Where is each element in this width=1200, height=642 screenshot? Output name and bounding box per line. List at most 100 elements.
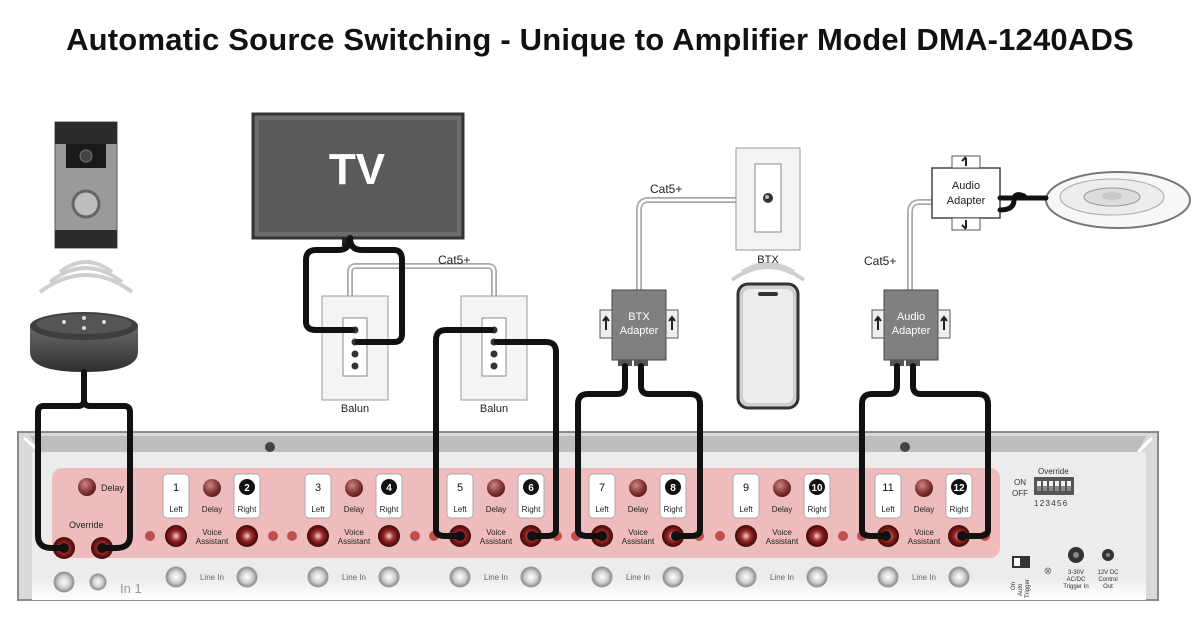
line-in-jack[interactable] [662, 566, 684, 588]
zone-left-label: Left [881, 505, 895, 514]
zone-delay-knob[interactable] [203, 479, 221, 497]
zone-left-number: 1 [173, 482, 179, 494]
zone-va-jack-right[interactable] [806, 525, 828, 547]
btx-wall-plate [735, 147, 801, 251]
zone-va-jack-right[interactable] [378, 525, 400, 547]
balun-2: Balun [460, 295, 528, 415]
voice-assistant-label: Voice [202, 528, 222, 537]
cat5-label-btx: Cat5+ [650, 182, 682, 196]
balun-label: Balun [341, 403, 369, 415]
line-in-jack[interactable] [877, 566, 899, 588]
screw-icon [265, 442, 275, 452]
zone-left-number: 7 [599, 482, 605, 494]
screw-icon [410, 531, 420, 541]
screw-icon [268, 531, 278, 541]
zone-delay-knob[interactable] [487, 479, 505, 497]
delay-label: Delay [101, 483, 125, 493]
screw-icon [145, 531, 155, 541]
line-in-label: Line In [770, 573, 794, 582]
auto-label-trigger: Trigger [1025, 579, 1031, 598]
btx-adapter-line2: Adapter [620, 325, 659, 337]
zone-right-label: Right [808, 505, 827, 514]
line-in-jack[interactable] [735, 566, 757, 588]
line-in-jack[interactable] [307, 566, 329, 588]
voice-assistant-label: Assistant [622, 537, 655, 546]
line-in-label: Line In [912, 573, 936, 582]
line-in-jack[interactable] [378, 566, 400, 588]
voice-assistant-label: Voice [344, 528, 364, 537]
screw-icon [287, 531, 297, 541]
zone-va-jack-left[interactable] [735, 525, 757, 547]
zone-delay-knob[interactable] [915, 479, 933, 497]
voice-assistant-label: Assistant [908, 537, 941, 546]
zone-delay-label: Delay [344, 505, 364, 514]
zone-right-number: 4 [386, 483, 392, 494]
zone-delay-label: Delay [914, 505, 934, 514]
zone-left-label: Left [453, 505, 467, 514]
zone-va-jack-left[interactable] [307, 525, 329, 547]
zone-delay-knob[interactable] [629, 479, 647, 497]
line-in-jack[interactable] [520, 566, 542, 588]
cat5-label-balun: Cat5+ [438, 253, 470, 267]
zone-right-label: Right [380, 505, 399, 514]
line-in-jack[interactable] [948, 566, 970, 588]
zone-right-number: 6 [528, 483, 534, 494]
zone-left-number: 11 [882, 482, 893, 494]
control-line1: 12V DC [1097, 570, 1119, 576]
in-label: In 1 [120, 581, 142, 596]
speaker-cables [35, 192, 1049, 551]
zone-delay-knob[interactable] [345, 479, 363, 497]
zone-right-number: 8 [670, 483, 676, 494]
voice-assistant-label: Assistant [196, 537, 229, 546]
zone-va-jack-left[interactable] [165, 525, 187, 547]
zone-delay-label: Delay [628, 505, 648, 514]
wireless-waves-icon [38, 260, 134, 294]
override-label: Override [69, 520, 104, 530]
audio-adapter-low-line1: Audio [897, 311, 925, 323]
smart-speaker [30, 312, 138, 372]
voice-assistant-label: Assistant [766, 537, 799, 546]
line-in-jack[interactable] [591, 566, 613, 588]
zone-right-number: 10 [811, 483, 823, 494]
voice-assistant-label: Voice [628, 528, 648, 537]
switch-off-label: OFF [1012, 489, 1028, 498]
audio-adapter-low-line2: Adapter [892, 325, 931, 337]
delay-knob[interactable] [78, 478, 96, 496]
control-line3: Out [1103, 584, 1113, 590]
trigger-line2: AC/DC [1067, 577, 1086, 583]
trigger-section: On Auto Trigger ⊗ 3-30V AC/DC Trigger In… [1011, 547, 1119, 598]
line-in-jack[interactable] [806, 566, 828, 588]
zone-left-number: 9 [743, 482, 749, 494]
override-switch-title: Override [1038, 467, 1069, 476]
btx-adapter-line1: BTX [628, 311, 650, 323]
ceiling-speaker [1045, 171, 1191, 229]
zone-left-label: Left [169, 505, 183, 514]
auto-label-auto: Auto [1018, 583, 1024, 596]
cat5-label-audio: Cat5+ [864, 254, 896, 268]
line-in-jack[interactable] [449, 566, 471, 588]
line-in-jack[interactable] [165, 566, 187, 588]
zone-right-label: Right [664, 505, 683, 514]
zone-delay-label: Delay [772, 505, 792, 514]
zone-right-label: Right [522, 505, 541, 514]
zone-va-jack-right[interactable] [236, 525, 258, 547]
zone-left-label: Left [595, 505, 609, 514]
audio-adapter-low: Audio Adapter [871, 289, 951, 366]
zone-delay-label: Delay [486, 505, 506, 514]
audio-adapter-high-line2: Adapter [947, 195, 986, 207]
audio-adapter-high: Audio Adapter [931, 155, 1001, 231]
screw-icon [900, 442, 910, 452]
zone-left-label: Left [311, 505, 325, 514]
tv: TV [251, 112, 465, 246]
line-in-jack[interactable] [236, 566, 258, 588]
zone-delay-knob[interactable] [773, 479, 791, 497]
line-in-label: Line In [342, 573, 366, 582]
balun-label: Balun [480, 403, 508, 415]
voice-assistant-label: Assistant [338, 537, 371, 546]
switch-numbers: 123456 [1034, 499, 1069, 508]
diagram-title: Automatic Source Switching - Unique to A… [66, 22, 1134, 57]
zone-right-number: 12 [953, 483, 965, 494]
